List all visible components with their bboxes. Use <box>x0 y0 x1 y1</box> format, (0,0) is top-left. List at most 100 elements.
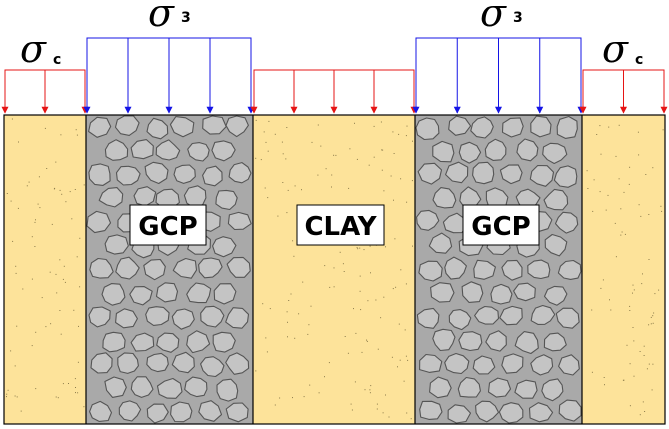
speckle-193 <box>329 286 331 288</box>
gravel-stone-76 <box>530 115 552 138</box>
gravel-stone-87 <box>529 164 555 187</box>
speckle-128 <box>377 348 379 350</box>
gravel-stone-122 <box>432 328 456 352</box>
speckle-54 <box>63 265 65 267</box>
speckle-180 <box>382 149 384 151</box>
speckle-98 <box>359 247 361 249</box>
gravel-stone-139 <box>447 404 472 424</box>
speckle-282 <box>642 273 643 275</box>
speckle-258 <box>596 134 598 135</box>
speckle-184 <box>369 392 371 394</box>
speckle-185 <box>390 175 392 177</box>
label-gcp-right: GCP <box>462 204 540 246</box>
speckle-248 <box>632 284 634 286</box>
speckle-44 <box>83 184 85 186</box>
speckle-15 <box>35 219 36 221</box>
gravel-stone-6 <box>104 139 129 161</box>
speckle-131 <box>359 290 361 292</box>
gravel-stone-27 <box>227 211 252 231</box>
gravel-stone-9 <box>187 142 210 162</box>
speckle-202 <box>376 408 378 410</box>
speckle-208 <box>333 154 335 156</box>
label-box-clay-middle <box>296 204 385 246</box>
speckle-60 <box>55 396 57 398</box>
gravel-stone-100 <box>428 232 453 254</box>
speckle-81 <box>369 245 371 247</box>
speckle-147 <box>355 332 357 334</box>
speckle-136 <box>370 385 372 387</box>
speckle-127 <box>292 397 293 399</box>
gravel-stone-60 <box>225 352 250 375</box>
symbol-sigma-c-left: σ c <box>20 27 61 71</box>
speckle-27 <box>46 168 48 169</box>
gravel-stone-15 <box>202 165 223 187</box>
gravel-stone-131 <box>530 354 554 376</box>
speckle-280 <box>629 405 631 407</box>
gravel-stone-94 <box>416 209 440 231</box>
gravel-stone-61 <box>104 376 127 398</box>
speckle-220 <box>586 170 588 172</box>
speckle-260 <box>591 309 593 311</box>
speckle-28 <box>37 203 39 205</box>
speckle-55 <box>59 189 61 191</box>
gravel-stone-55 <box>90 352 113 374</box>
speckle-77 <box>292 240 294 242</box>
speckle-111 <box>293 255 295 257</box>
speckle-186 <box>368 164 370 166</box>
gravel-stone-33 <box>89 257 114 279</box>
speckle-117 <box>279 397 281 399</box>
gravel-stone-34 <box>115 256 140 280</box>
speckle-90 <box>325 168 327 170</box>
speckle-86 <box>356 158 358 160</box>
speckle-233 <box>650 316 652 318</box>
speckle-62 <box>20 410 22 412</box>
speckle-120 <box>281 141 283 143</box>
speckle-241 <box>600 287 602 289</box>
speckle-167 <box>307 333 309 335</box>
speckle-79 <box>310 305 312 307</box>
speckle-75 <box>294 337 296 339</box>
speckle-242 <box>620 234 622 236</box>
gravel-stone-114 <box>513 282 536 302</box>
gravel-stone-85 <box>472 161 495 185</box>
speckle-101 <box>398 323 400 325</box>
gravel-stone-38 <box>226 256 251 278</box>
speckle-6 <box>69 191 71 193</box>
speckle-205 <box>265 337 267 339</box>
speckle-70 <box>16 325 18 327</box>
speckle-198 <box>328 362 330 364</box>
speckle-164 <box>354 122 355 124</box>
zone-outlines <box>3 114 666 425</box>
speckle-36 <box>79 237 81 239</box>
speckle-238 <box>629 363 631 365</box>
gravel-stone-115 <box>543 285 568 306</box>
gravel-stone-86 <box>499 164 523 185</box>
speckle-53 <box>54 187 56 189</box>
speckle-274 <box>592 210 594 212</box>
speckle-199 <box>370 272 371 274</box>
gravel-stone-124 <box>485 330 507 352</box>
speckle-252 <box>629 166 631 168</box>
gcp-zone-right <box>415 115 582 424</box>
speckle-40 <box>68 383 69 384</box>
gravel-stone-45 <box>115 308 138 329</box>
speckle-10 <box>77 361 79 363</box>
gravel-stone-88 <box>553 165 578 188</box>
gravel-stone-108 <box>501 259 523 281</box>
speckle-249 <box>658 289 660 291</box>
speckle-17 <box>17 207 19 209</box>
speckle-138 <box>324 265 326 267</box>
speckle-269 <box>638 154 640 156</box>
gravel-stone-138 <box>419 400 443 420</box>
gravel-stone-13 <box>144 161 169 185</box>
column-load-right <box>412 37 585 114</box>
gravel-stone-140 <box>475 400 500 423</box>
gravel-stone-47 <box>171 308 195 330</box>
speckle-239 <box>633 375 635 377</box>
speckle-273 <box>662 129 664 131</box>
speckle-48 <box>75 387 76 388</box>
speckle-125 <box>255 119 257 121</box>
speckle-216 <box>318 392 320 394</box>
speckle-165 <box>383 296 385 298</box>
